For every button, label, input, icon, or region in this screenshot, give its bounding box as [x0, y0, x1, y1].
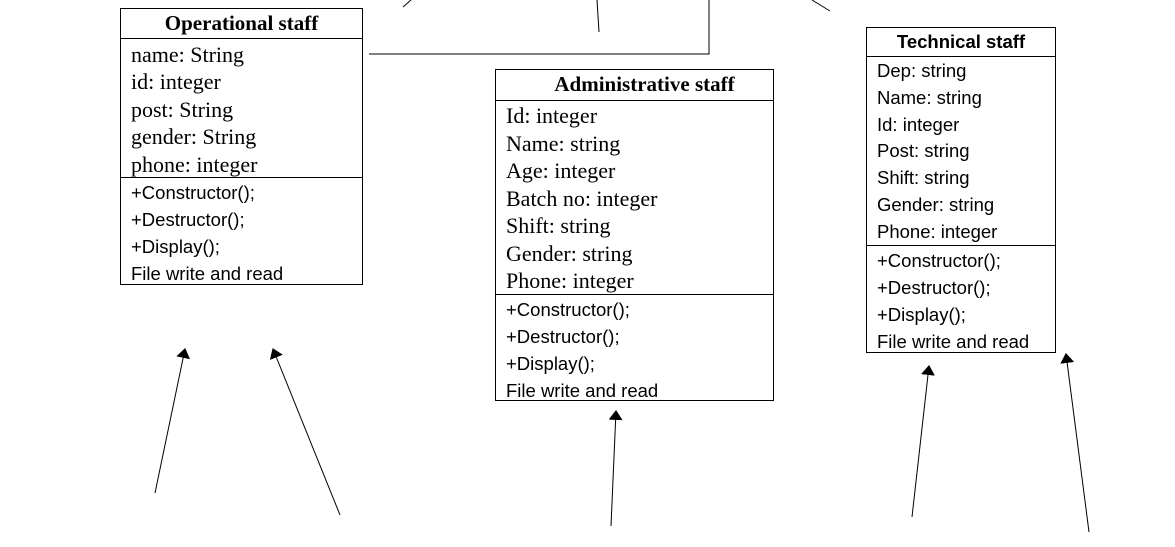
class-technical-staff: Technical staff Dep: string Name: string…: [866, 27, 1056, 353]
method: +Display();: [877, 304, 966, 325]
attribute: post: String: [131, 96, 234, 122]
attribute: name: String: [131, 42, 245, 67]
attribute: Gender: string: [877, 193, 995, 215]
connector-line: [369, 0, 710, 55]
attribute-list: Dep: string Name: string Id: integer Pos…: [867, 57, 1055, 246]
connector-line: [811, 0, 831, 12]
arrow-to-technical-1: [911, 365, 935, 518]
class-administrative-staff: Administrative staff Id: integer Name: s…: [495, 69, 774, 401]
attribute: Phone: integer: [506, 268, 634, 293]
attribute: id: integer: [131, 69, 221, 95]
class-title: Administrative staff: [496, 70, 773, 101]
method: File write and read: [506, 380, 659, 401]
method: +Constructor();: [877, 250, 1001, 271]
attribute: Gender: string: [506, 240, 633, 266]
method-list: +Constructor(); +Destructor(); +Display(…: [496, 295, 773, 404]
attribute: Batch no: integer: [506, 185, 658, 211]
class-title: Operational staff: [121, 9, 362, 39]
attribute: Shift: string: [506, 213, 611, 238]
method: +Destructor();: [506, 326, 620, 347]
attribute: Dep: string: [877, 60, 967, 81]
attribute: phone: integer: [131, 151, 258, 177]
method: +Destructor();: [131, 209, 245, 230]
arrow-to-administrative: [608, 410, 623, 527]
class-operational-staff: Operational staff name: String id: integ…: [120, 8, 363, 285]
class-title: Technical staff: [867, 28, 1055, 57]
method-list: +Constructor(); +Destructor(); +Display(…: [867, 246, 1055, 355]
method-list: +Constructor(); +Destructor(); +Display(…: [121, 178, 362, 287]
method: +Constructor();: [131, 182, 255, 203]
attribute: Id: integer: [877, 113, 960, 135]
connector-line: [596, 0, 600, 33]
attribute: Age: integer: [506, 158, 616, 183]
method: File write and read: [877, 331, 1030, 352]
method: +Display();: [506, 353, 595, 374]
attribute: Name: string: [877, 86, 982, 108]
attribute: Phone: integer: [877, 220, 998, 242]
method: File write and read: [131, 263, 284, 284]
attribute-list: name: String id: integer post: String ge…: [121, 39, 362, 178]
attribute: Shift: string: [877, 167, 970, 189]
method: +Destructor();: [877, 277, 991, 298]
attribute: Name: string: [506, 130, 621, 156]
attribute-list: Id: integer Name: string Age: integer Ba…: [496, 101, 773, 295]
attribute: gender: String: [131, 124, 257, 150]
arrow-to-technical-2: [1060, 353, 1090, 533]
attribute: Post: string: [877, 140, 970, 162]
arrow-to-operational-2: [269, 348, 341, 516]
method: +Display();: [131, 236, 220, 257]
arrow-to-operational-1: [154, 348, 191, 494]
connector-line: [402, 0, 412, 8]
attribute: Id: integer: [506, 103, 598, 128]
method: +Constructor();: [506, 299, 630, 320]
